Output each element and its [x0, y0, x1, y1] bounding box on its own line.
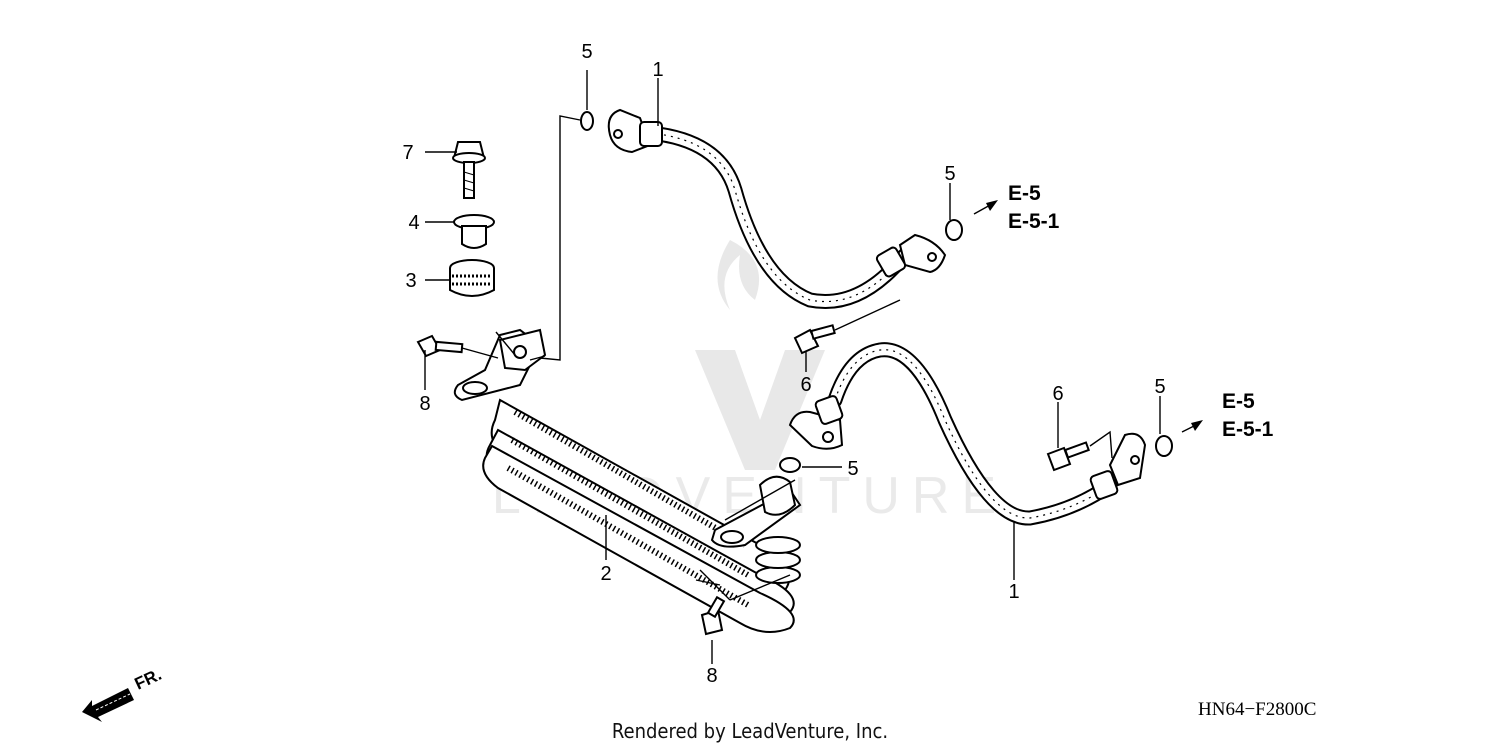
o-ring-part-5-c[interactable] — [779, 457, 801, 473]
reference-upper-e5-1[interactable]: E-5-1 — [1008, 210, 1060, 233]
reference-upper[interactable]: E-5 E-5-1 — [1008, 182, 1060, 233]
o-ring-part-5-a[interactable] — [580, 111, 594, 131]
reference-upper-e5[interactable]: E-5 — [1008, 182, 1041, 205]
o-ring-part-5-d[interactable] — [1155, 435, 1173, 457]
collar-part-4[interactable] — [453, 214, 495, 249]
reference-lower-e5[interactable]: E-5 — [1222, 390, 1255, 413]
o-ring-part-5-b[interactable] — [945, 219, 963, 241]
callouts: 5 1 5 7 4 3 8 6 5 2 8 6 5 1 — [402, 41, 1165, 687]
callout-2: 2 — [600, 563, 611, 585]
lower-oil-pipe[interactable] — [788, 342, 1147, 526]
callout-1-upper: 1 — [652, 59, 663, 81]
callout-7: 7 — [402, 142, 413, 164]
leader-lines — [424, 70, 1203, 664]
callout-8-lower: 8 — [706, 665, 717, 687]
reference-lower-e5-1[interactable]: E-5-1 — [1222, 418, 1274, 441]
reference-lower[interactable]: E-5 E-5-1 — [1222, 390, 1274, 441]
bolt-part-6-lower[interactable] — [1046, 441, 1090, 472]
rubber-mount-part-3[interactable] — [449, 259, 495, 297]
bolt-part-7[interactable] — [452, 141, 486, 199]
credit-line: Rendered by LeadVenture, Inc. — [612, 719, 888, 743]
front-direction-marker: FR. — [82, 665, 165, 722]
callout-6-upper: 6 — [800, 374, 811, 396]
front-arrow-icon — [82, 688, 134, 722]
bolt-part-8-lower[interactable] — [700, 595, 726, 636]
callout-8-left: 8 — [419, 393, 430, 415]
bolt-part-8-left[interactable] — [416, 334, 464, 358]
callout-5-d: 5 — [1154, 376, 1165, 398]
callout-1-lower: 1 — [1008, 581, 1019, 603]
upper-oil-pipe[interactable] — [607, 108, 947, 309]
watermark-flame-icon — [717, 240, 760, 310]
front-label: FR. — [132, 665, 165, 694]
callout-3: 3 — [405, 270, 416, 292]
callout-5-b: 5 — [944, 163, 955, 185]
callout-4: 4 — [408, 212, 419, 234]
diagram-code: HN64−F2800C — [1198, 699, 1316, 720]
callout-5-a: 5 — [581, 41, 592, 63]
callout-6-lower: 6 — [1052, 383, 1063, 405]
bolt-part-6-upper[interactable] — [793, 324, 836, 355]
watermark-v-logo-icon — [695, 350, 825, 470]
callout-5-c: 5 — [847, 458, 858, 480]
